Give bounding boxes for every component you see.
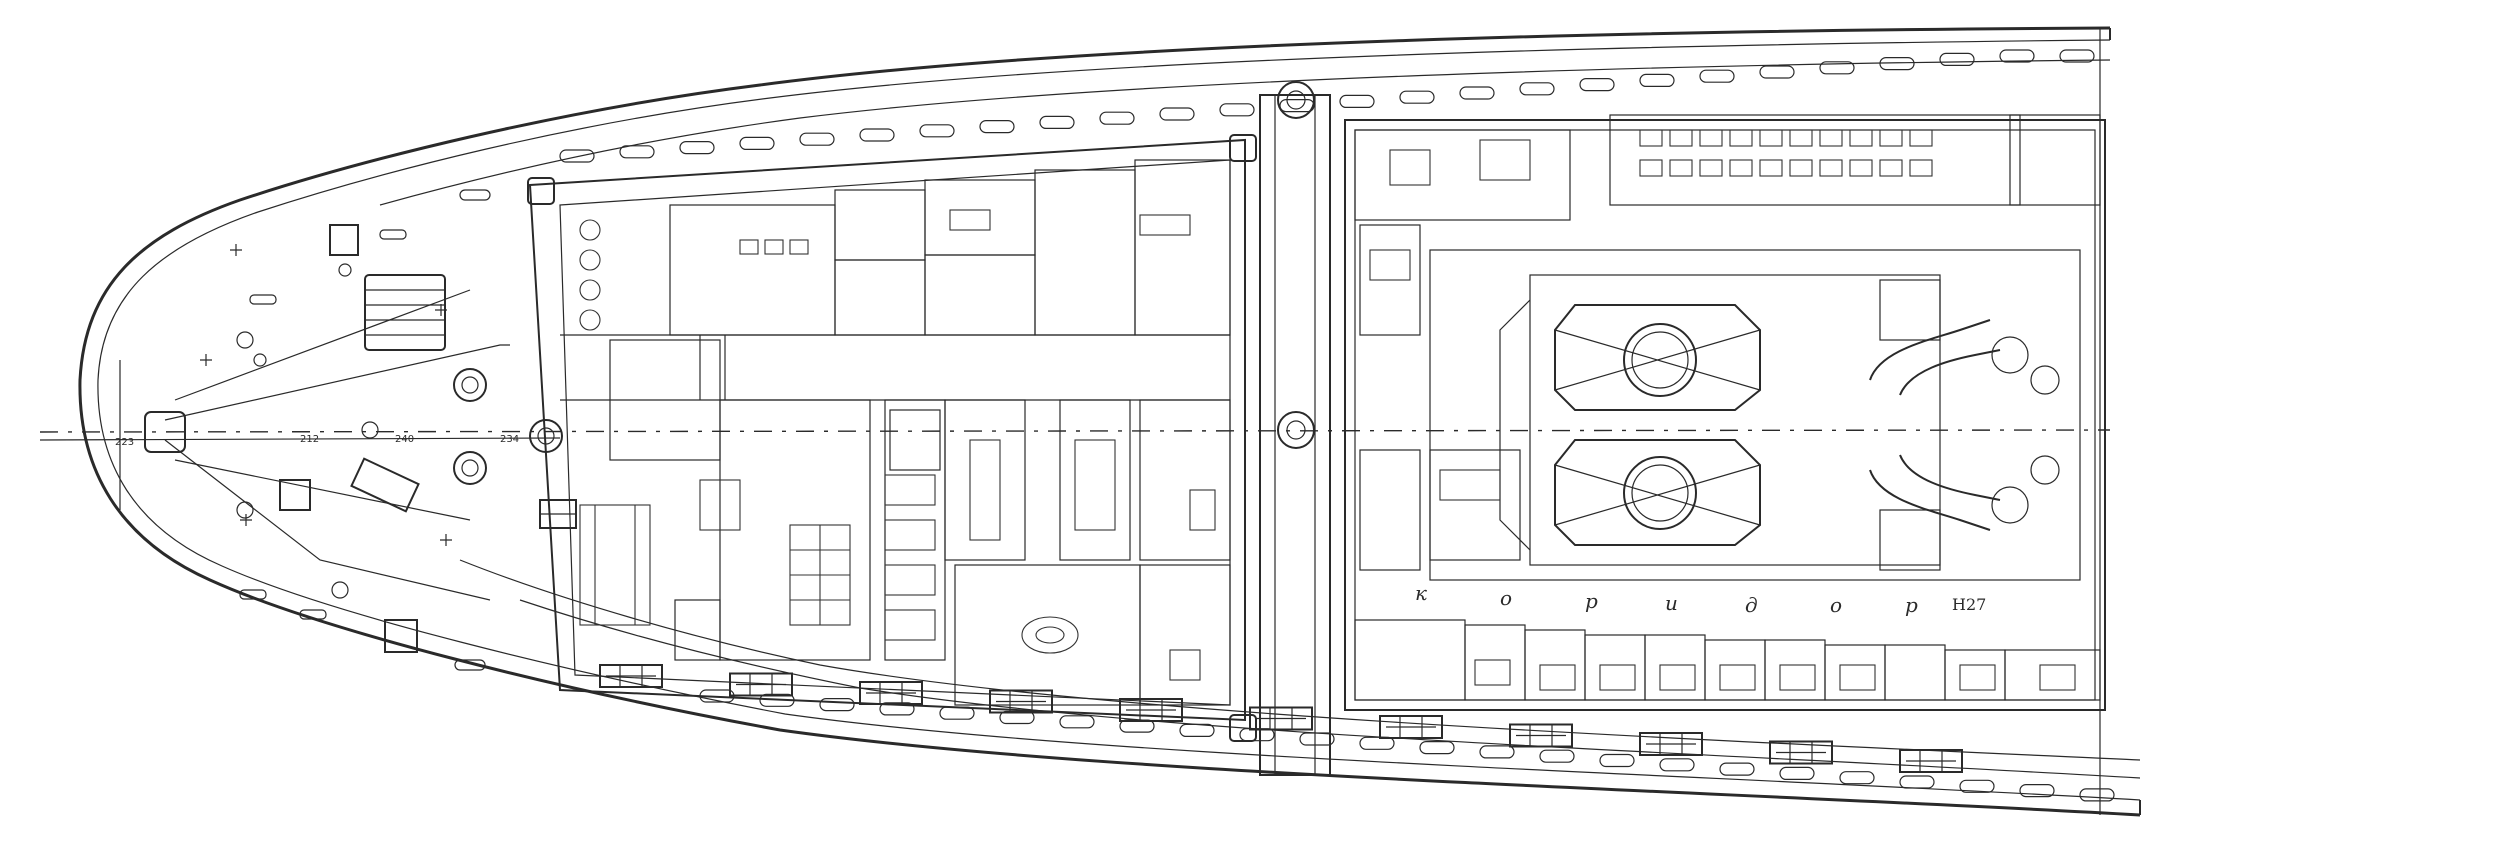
side-fitting xyxy=(1939,52,1975,67)
side-fitting xyxy=(1299,732,1335,746)
aft-house xyxy=(1344,119,2106,711)
side-fitting xyxy=(1599,753,1635,768)
side-fitting xyxy=(1719,762,1755,776)
aft-rooms xyxy=(1354,114,2101,701)
corridor-letter: д xyxy=(1745,593,1758,617)
side-fitting xyxy=(1639,73,1675,88)
aft-furniture xyxy=(1369,129,2076,691)
side-fitting xyxy=(2019,783,2055,798)
side-fitting xyxy=(759,693,795,707)
side-fitting xyxy=(819,697,855,712)
side-fittings-top xyxy=(559,49,2095,163)
liferaft xyxy=(599,664,663,688)
side-fitting xyxy=(1359,736,1395,750)
corridor-label: к о р и д о р xyxy=(1415,581,1918,617)
side-fitting xyxy=(1819,61,1855,75)
corridor-letter: к xyxy=(1415,581,1427,605)
side-fitting xyxy=(679,141,715,155)
liferaft xyxy=(1769,740,1833,765)
side-fitting xyxy=(2079,788,2115,802)
liferafts xyxy=(599,664,1963,773)
liferaft xyxy=(1639,732,1703,756)
side-fitting xyxy=(1339,94,1375,109)
side-fitting xyxy=(1159,107,1195,121)
side-fitting xyxy=(1759,65,1795,79)
liferaft xyxy=(1899,749,1963,773)
side-fitting xyxy=(1779,766,1815,781)
side-fitting xyxy=(979,119,1015,134)
side-fitting xyxy=(859,128,895,142)
side-fitting xyxy=(1279,98,1315,113)
side-fitting xyxy=(1879,56,1915,71)
side-fitting xyxy=(1039,115,1075,130)
liferaft xyxy=(1509,723,1573,748)
side-fitting xyxy=(799,132,835,146)
side-fitting xyxy=(879,702,915,716)
side-fitting xyxy=(1459,86,1495,100)
side-fitting xyxy=(939,706,975,720)
corridor-letter: р xyxy=(1585,589,1598,613)
forward-furniture xyxy=(579,209,1216,681)
liferaft xyxy=(989,689,1053,714)
deck-fittings xyxy=(239,189,491,671)
side-fitting xyxy=(919,124,955,138)
side-fitting xyxy=(619,145,655,159)
frame-number: 212 xyxy=(300,434,319,445)
centerline xyxy=(39,429,2111,441)
side-fitting xyxy=(1179,723,1215,738)
corridor-letter: о xyxy=(1500,586,1512,610)
forward-house xyxy=(527,134,1257,742)
side-fitting xyxy=(2059,49,2095,63)
bollard-marks xyxy=(236,263,379,599)
side-fitting xyxy=(1899,775,1935,789)
ducts xyxy=(1499,279,2060,571)
side-fitting xyxy=(1999,49,2035,63)
midship-trunk xyxy=(529,81,1331,776)
room-code-label: Н27 xyxy=(1952,595,1986,614)
hatch-aft xyxy=(1554,439,1761,546)
cross-marks xyxy=(200,244,452,546)
side-fitting xyxy=(559,149,595,163)
foredeck xyxy=(119,189,577,671)
frame-number: 234 xyxy=(500,434,519,445)
side-fitting xyxy=(1539,749,1575,763)
frame-number: 223 xyxy=(115,437,134,448)
side-fitting xyxy=(1099,111,1135,125)
side-fitting xyxy=(1219,103,1255,117)
hull-outline xyxy=(78,26,2141,817)
hatch-fwd xyxy=(1554,304,1761,411)
corridor-letter: р xyxy=(1905,593,1918,617)
side-fitting xyxy=(1419,740,1455,755)
side-fitting xyxy=(739,136,775,150)
side-fitting xyxy=(1059,715,1095,729)
liferaft xyxy=(1379,715,1443,739)
forward-cabins xyxy=(560,159,1231,706)
side-fitting xyxy=(1579,77,1615,92)
liferaft xyxy=(729,672,793,697)
liferaft xyxy=(1119,698,1183,722)
side-fitting xyxy=(1959,779,1995,793)
side-fitting xyxy=(1399,90,1435,104)
side-fitting xyxy=(1479,745,1515,759)
corridor-letter: и xyxy=(1665,591,1678,615)
corridor-letter: о xyxy=(1830,593,1842,617)
side-fitting xyxy=(1659,758,1695,772)
side-fitting xyxy=(1699,69,1735,83)
liferaft xyxy=(859,681,923,705)
frame-number: 240 xyxy=(395,434,414,445)
side-fitting xyxy=(1519,82,1555,96)
side-fitting xyxy=(1839,771,1875,785)
frame-numbers: 223 212 240 234 xyxy=(115,434,519,448)
liferaft xyxy=(1249,706,1313,731)
